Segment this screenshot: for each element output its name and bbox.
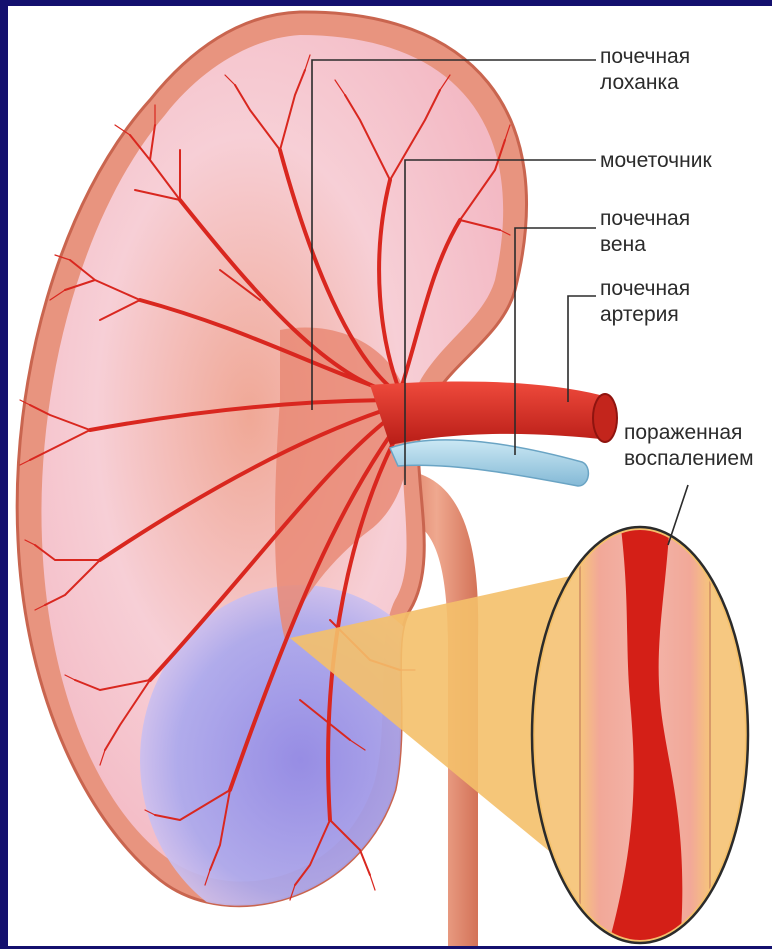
leader-inflamed xyxy=(668,485,688,545)
label-renal-artery: почечная артерия xyxy=(600,276,690,328)
label-inflamed: пораженная воспалением xyxy=(624,420,754,472)
renal-artery-opening xyxy=(593,394,617,442)
label-renal-vein: почечная вена xyxy=(600,206,690,258)
leader-renal-artery xyxy=(568,296,596,402)
label-renal-pelvis: почечная лоханка xyxy=(600,44,690,96)
renal-artery xyxy=(370,381,610,445)
label-ureter: мочеточник xyxy=(600,148,712,174)
